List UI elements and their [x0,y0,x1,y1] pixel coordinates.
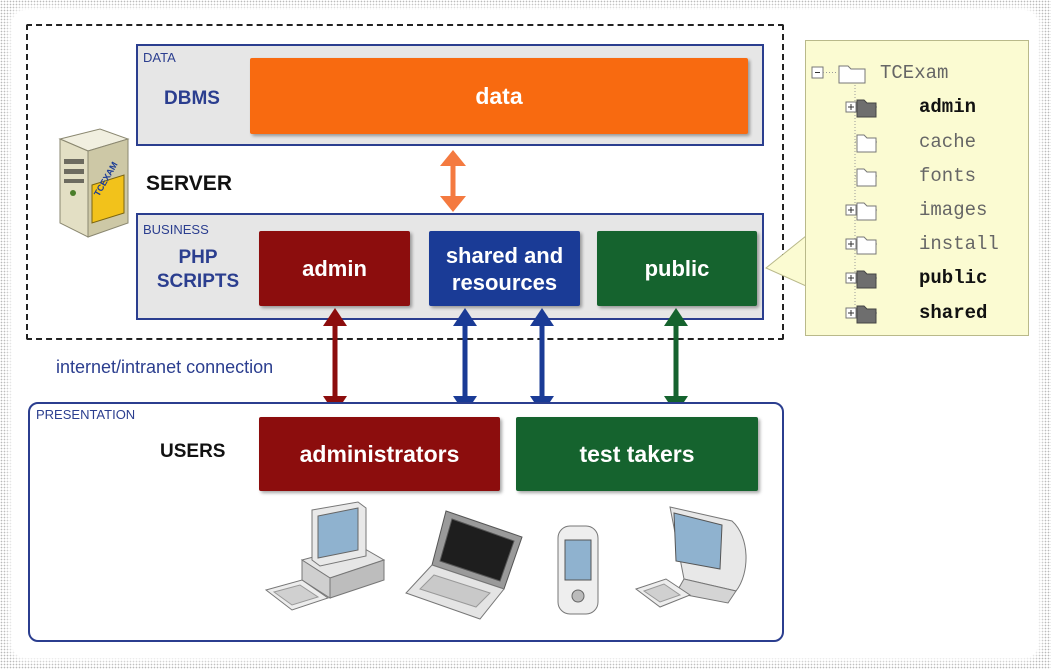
data-business-arrow [440,150,466,212]
pda-icon [557,525,599,615]
folder-item-shared[interactable] [845,300,877,331]
folder-icon [845,202,877,221]
folder-icon [845,270,877,289]
folder-item-admin[interactable] [845,94,877,125]
folder-icon [845,305,877,324]
folder-item-images[interactable] [845,197,877,228]
folder-label-cache[interactable]: cache [919,131,977,153]
resources-label: resources [451,269,558,295]
public-arrow [664,308,688,414]
folder-item-cache[interactable] [845,129,877,160]
folder-icon [845,236,877,255]
folder-label-public[interactable]: public [919,267,988,289]
server-boundary [26,24,784,340]
data-layer-title: DATA [143,50,176,65]
test-takers-block: test takers [516,417,758,491]
public-block: public [597,231,757,306]
folder-item-fonts[interactable] [845,163,877,194]
folder-icon [838,65,866,84]
server-label: SERVER [146,172,232,195]
folder-tree-panel [805,40,1029,336]
collapse-icon[interactable] [809,60,869,86]
folder-label-shared[interactable]: shared [919,302,988,324]
folder-root[interactable] [809,60,869,91]
shared-arrow-left [453,308,477,414]
connection-label: internet/intranet connection [56,357,274,377]
desktop-computer-icon [264,501,386,611]
folder-icon [856,134,877,153]
php-scripts-label: PHP SCRIPTS [150,246,246,294]
folder-label-fonts[interactable]: fonts [919,165,977,187]
admin-arrow [323,308,347,414]
php-label: PHP [178,247,218,268]
folder-label-install[interactable]: install [919,233,999,255]
shared-arrow-right [530,308,554,414]
dbms-label: DBMS [164,88,220,109]
folder-icon [856,168,877,187]
data-block: data [250,58,748,134]
business-layer-title: BUSINESS [143,222,209,237]
folder-item-install[interactable] [845,231,877,262]
folder-item-public[interactable] [845,265,877,296]
laptop-icon [405,510,523,620]
users-label: USERS [160,441,226,462]
imac-icon [634,506,747,608]
folder-label-images[interactable]: images [919,199,988,221]
callout-pointer [765,234,807,287]
connection-arrows [323,308,688,414]
folder-label-admin[interactable]: admin [919,96,977,118]
folder-root-label[interactable]: TCExam [880,62,949,84]
shared-resources-block: shared and resources [429,231,580,306]
folder-icon [845,99,877,118]
scripts-label: SCRIPTS [156,271,240,292]
presentation-layer-title: PRESENTATION [36,407,136,422]
administrators-block: administrators [259,417,500,491]
shared-label: shared and [445,242,564,268]
admin-block: admin [259,231,410,306]
server-tower-icon [58,128,130,238]
